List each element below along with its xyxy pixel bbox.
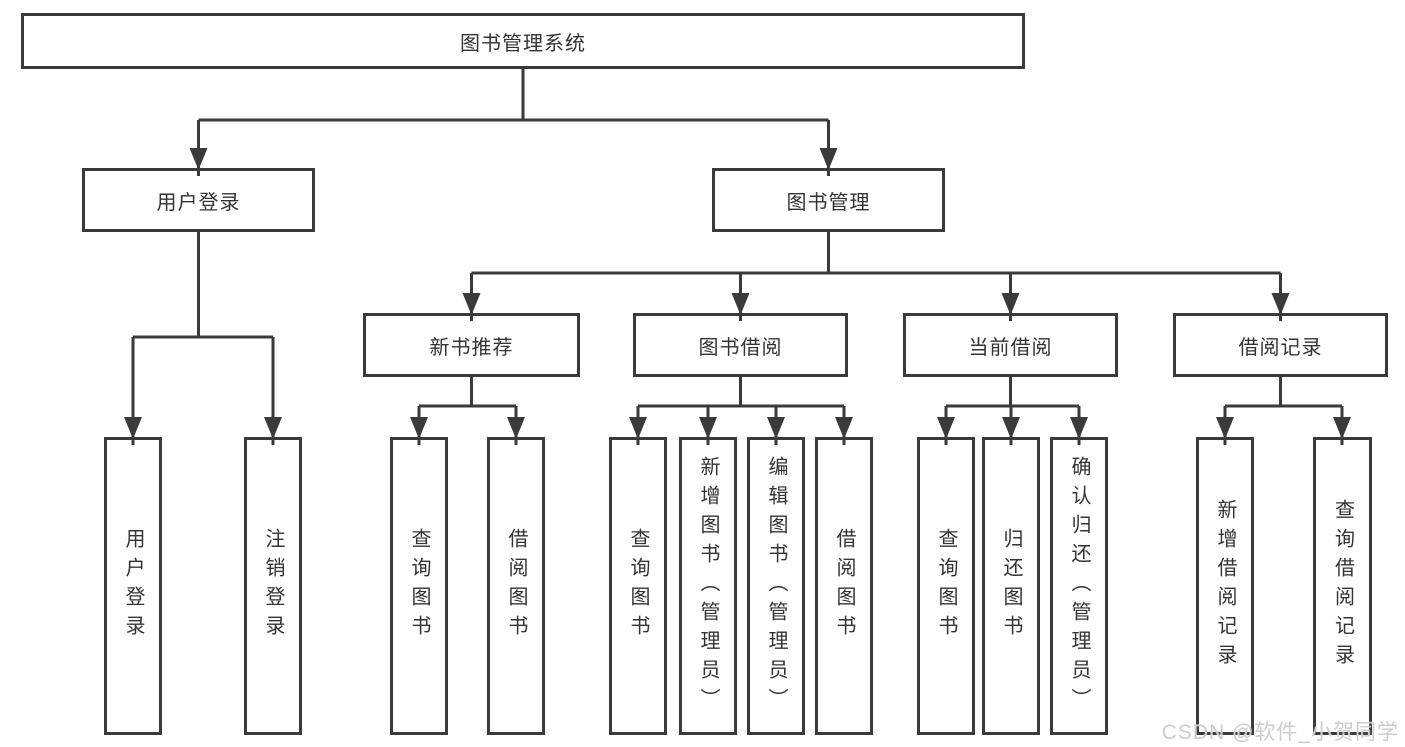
leaf-edit-book-admin: 编辑图书（管理员） bbox=[747, 437, 805, 735]
leaf-query-borrow-record: 查询借阅记录 bbox=[1313, 437, 1372, 735]
leaf-label: 查询借阅记录 bbox=[1331, 499, 1354, 673]
leaf-query-books-recommend: 查询图书 bbox=[390, 437, 448, 735]
leaf-label: 查询图书 bbox=[627, 528, 649, 644]
leaf-label: 查询图书 bbox=[408, 528, 430, 644]
leaf-user-login: 用户登录 bbox=[104, 437, 162, 735]
node-borrowing-records: 借阅记录 bbox=[1173, 313, 1388, 377]
node-current-borrowing: 当前借阅 bbox=[903, 313, 1118, 377]
leaf-label: 归还图书 bbox=[1000, 528, 1022, 644]
leaf-borrow-books-borrowing: 借阅图书 bbox=[815, 437, 873, 735]
node-new-book-recommendation: 新书推荐 bbox=[363, 313, 580, 377]
leaf-return-book: 归还图书 bbox=[982, 437, 1040, 735]
leaf-label: 确认归还（管理员） bbox=[1068, 455, 1090, 717]
leaf-confirm-return-admin: 确认归还（管理员） bbox=[1050, 437, 1108, 735]
leaf-label: 查询图书 bbox=[935, 528, 957, 644]
node-library-management-system: 图书管理系统 bbox=[21, 13, 1025, 69]
leaf-query-books-current: 查询图书 bbox=[917, 437, 975, 735]
leaf-logout: 注销登录 bbox=[244, 437, 302, 735]
leaf-label: 借阅图书 bbox=[833, 528, 855, 644]
node-book-borrowing: 图书借阅 bbox=[633, 313, 848, 377]
leaf-query-books-borrowing: 查询图书 bbox=[609, 437, 667, 735]
leaf-label: 借阅图书 bbox=[505, 528, 527, 644]
leaf-add-borrow-record: 新增借阅记录 bbox=[1196, 437, 1254, 735]
csdn-watermark: CSDN @软件_小贺同学 bbox=[1161, 721, 1399, 744]
leaf-label: 编辑图书（管理员） bbox=[765, 455, 787, 717]
leaf-borrow-books-recommend: 借阅图书 bbox=[487, 437, 545, 735]
leaf-label: 用户登录 bbox=[122, 528, 144, 644]
leaf-add-book-admin: 新增图书（管理员） bbox=[679, 437, 737, 735]
leaf-label: 新增借阅记录 bbox=[1214, 499, 1236, 673]
node-book-management-branch: 图书管理 bbox=[712, 168, 945, 232]
leaf-label: 注销登录 bbox=[262, 528, 284, 644]
node-user-login-branch: 用户登录 bbox=[82, 168, 315, 232]
leaf-label: 新增图书（管理员） bbox=[697, 455, 719, 717]
